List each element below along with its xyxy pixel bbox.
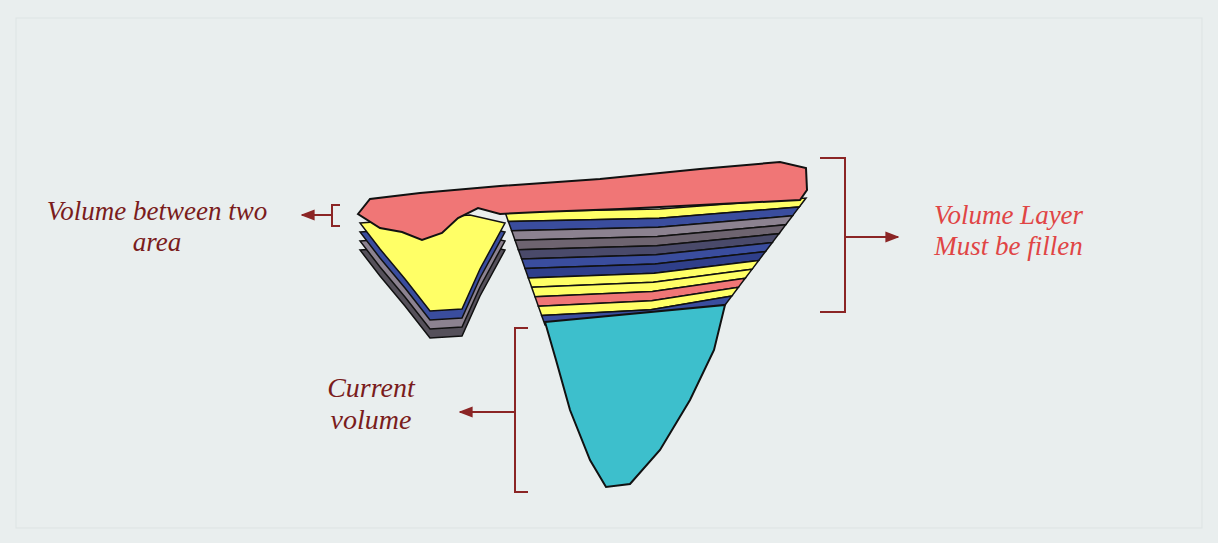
volume-between-label: Volume between two area — [22, 196, 292, 258]
current-volume-cone — [545, 305, 725, 487]
volume-layer-label: Volume Layer Must be fillen — [906, 200, 1111, 262]
panel-border — [16, 18, 1202, 528]
bracket — [332, 205, 340, 226]
bracket — [820, 158, 845, 312]
top-layer — [358, 162, 807, 240]
bracket — [515, 328, 528, 492]
leader-arrow — [846, 236, 898, 238]
leader-arrow — [460, 411, 514, 413]
layer-bands — [505, 198, 806, 325]
leader-arrow — [302, 214, 331, 216]
current-volume-label: Current volume — [292, 372, 450, 436]
